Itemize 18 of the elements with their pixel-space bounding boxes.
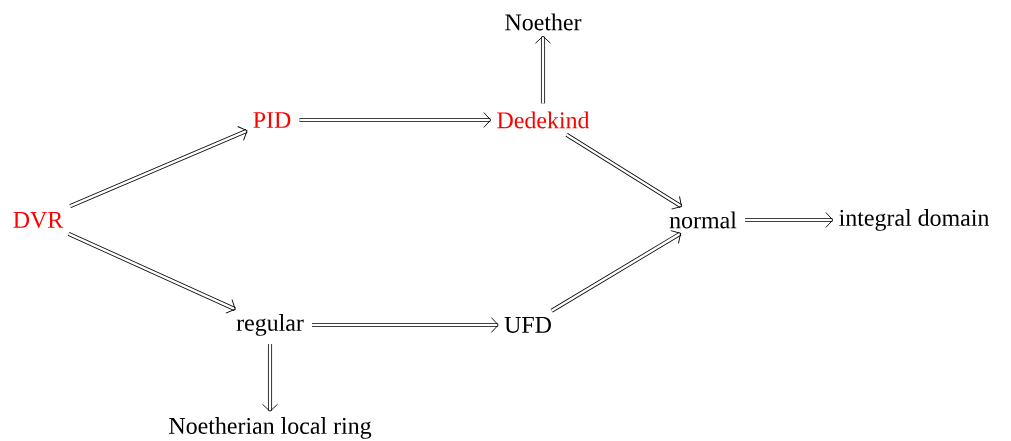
- implication-arrow: [550, 230, 682, 313]
- implication-arrow: [67, 232, 236, 314]
- implication-arrow: [299, 112, 492, 128]
- term-label: Dedekind: [497, 111, 590, 129]
- term-label: Noetherian local ring: [169, 417, 372, 439]
- implication-arrow: [69, 126, 248, 209]
- implication-arrow: [262, 344, 278, 412]
- term-label: Noether: [505, 13, 582, 31]
- term-label: normal: [669, 211, 737, 229]
- term-label: regular: [236, 314, 304, 336]
- term-label: integral domain: [839, 209, 990, 231]
- implication-arrow: [312, 317, 499, 333]
- implication-arrow: [565, 133, 683, 210]
- implication-arrow: [745, 212, 834, 228]
- term-label: DVR: [13, 212, 64, 228]
- term-label: PID: [253, 112, 291, 128]
- term-label: UFD: [504, 317, 551, 333]
- implication-arrow: [535, 35, 551, 104]
